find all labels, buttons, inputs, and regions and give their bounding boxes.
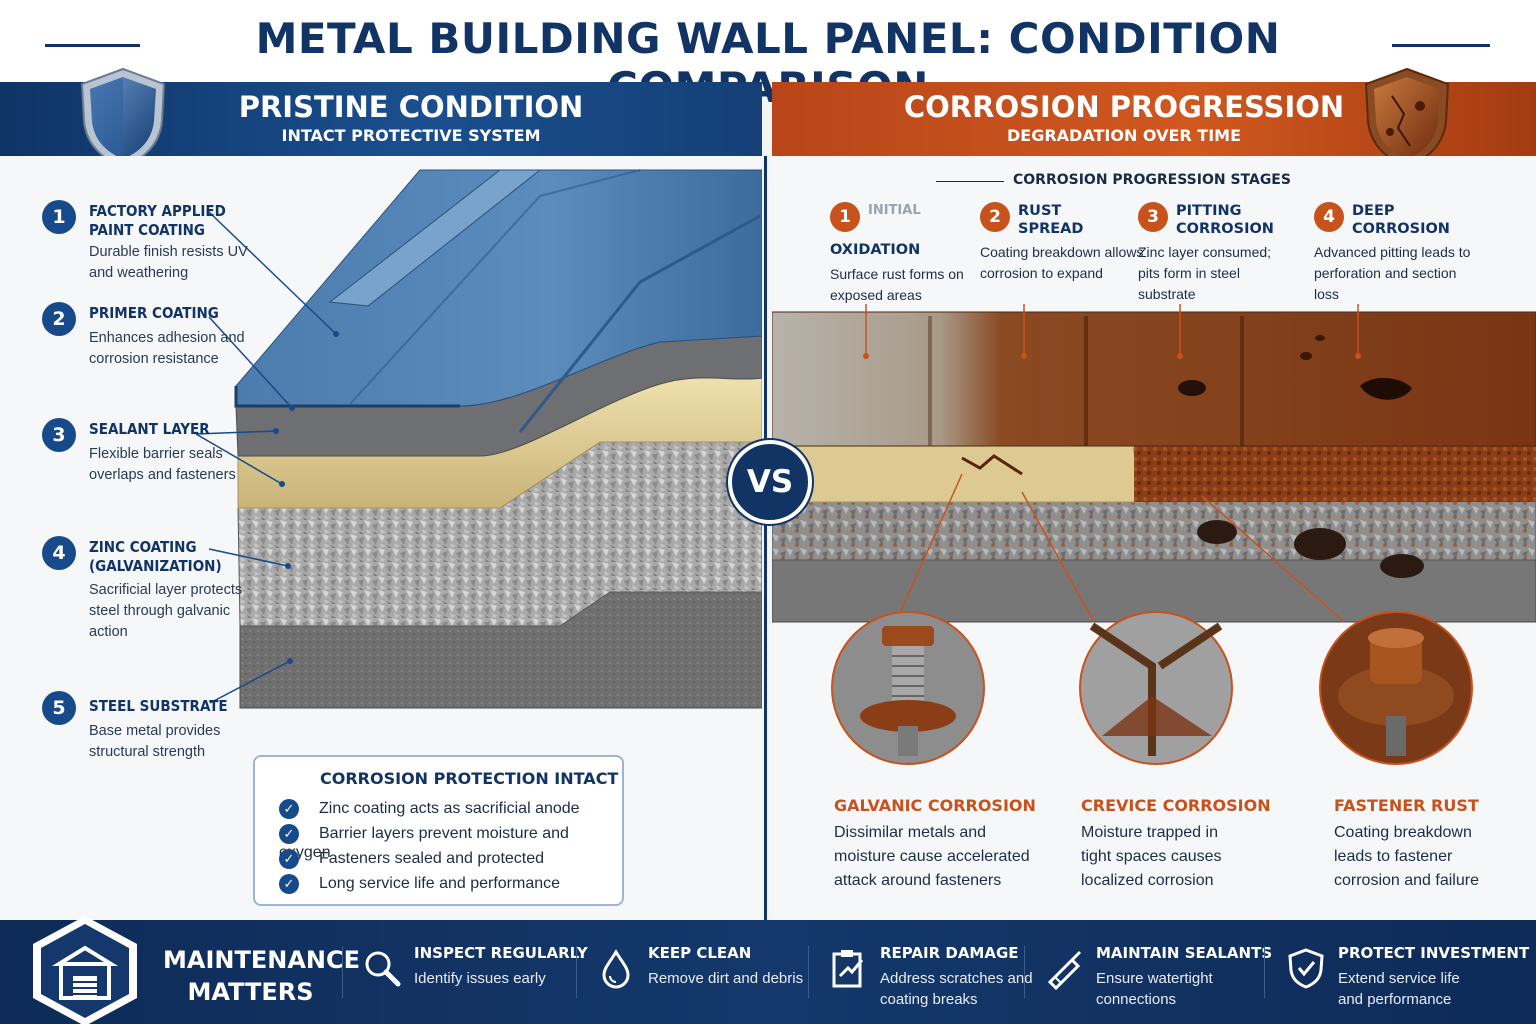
tip-title: PROTECT INVESTMENT — [1338, 944, 1530, 962]
check-icon: ✓ — [279, 874, 299, 894]
detail-title: FASTENER RUST — [1334, 796, 1479, 815]
corrosion-subtitle: DEGRADATION OVER TIME — [1007, 126, 1241, 145]
tip-title: INSPECT REGULARLY — [414, 944, 588, 962]
stage-title: INITIAL — [868, 203, 921, 218]
rusty-shield-icon — [1364, 67, 1450, 169]
stage-title: DEEP CORROSION — [1352, 203, 1450, 237]
footer-separator — [808, 946, 809, 998]
layer-description: Sacrificial layer protects steel through… — [89, 582, 243, 640]
protection-item-text: Long service life and performance — [319, 875, 561, 893]
layer-title: FACTORY APPLIED PAINT COATING — [89, 202, 226, 239]
fastener-rust-circle — [1319, 611, 1473, 765]
layer-title: PRIMER COATING — [89, 304, 219, 322]
stage-number: 4 — [1314, 202, 1344, 232]
pristine-title: PRISTINE CONDITION — [238, 90, 584, 124]
check-icon: ✓ — [279, 824, 299, 844]
stage-description: Surface rust forms on exposed areas — [830, 266, 964, 303]
title-row: METAL BUILDING WALL PANEL: CONDITION COM… — [0, 0, 1536, 112]
magnifier-icon — [365, 951, 401, 987]
check-icon: ✓ — [279, 849, 299, 869]
protection-item: ✓ Zinc coating acts as sacrificial anode — [279, 799, 580, 819]
tip-description: Remove dirt and debris — [648, 970, 804, 987]
stage-number: 3 — [1138, 202, 1168, 232]
repair-clipboard-icon — [832, 950, 864, 988]
maintenance-footer: MAINTENANCE MATTERS INSPECT REGULARLY Id… — [0, 916, 1536, 1024]
tip-description: Ensure watertight connections — [1096, 970, 1213, 1008]
shield-check-icon — [1288, 948, 1324, 989]
footer-separator — [576, 946, 577, 998]
water-drop-icon — [602, 949, 630, 989]
footer-heading: MAINTENANCE MATTERS — [163, 946, 360, 1006]
tip-description: Extend service life and performance — [1338, 970, 1460, 1008]
tip-title: MAINTAIN SEALANTS — [1096, 944, 1273, 962]
layer-description: Flexible barrier seals overlaps and fast… — [89, 446, 236, 483]
stage-description: Zinc layer consumed; pits form in steel … — [1138, 244, 1272, 302]
title-rule-right — [1392, 44, 1490, 47]
layer-description: Base metal provides structural strength — [89, 723, 221, 760]
tip-description: Identify issues early — [414, 970, 546, 987]
stages-heading: CORROSION PROGRESSION STAGES — [1013, 172, 1291, 188]
stage-number: 2 — [980, 202, 1010, 232]
center-divider — [764, 156, 767, 920]
protection-item-text: Zinc coating acts as sacrificial anode — [319, 800, 580, 818]
layer-number: 2 — [42, 302, 76, 336]
layer-description: Enhances adhesion and corrosion resistan… — [89, 330, 245, 367]
detail-fastener-rust: FASTENER RUST Coating breakdown leads to… — [1334, 796, 1536, 893]
detail-crevice-corrosion: CREVICE CORROSION Moisture trapped in ti… — [1081, 796, 1301, 893]
corrosion-title: CORROSION PROGRESSION — [903, 90, 1345, 124]
layer-number: 1 — [42, 200, 76, 234]
stage-description: Coating breakdown allows corrosion to ex… — [980, 244, 1144, 281]
caulk-gun-icon — [1047, 950, 1082, 990]
vs-badge: VS — [728, 440, 812, 524]
detail-description: Moisture trapped in tight spaces causes … — [1081, 824, 1222, 889]
pristine-subtitle: INTACT PROTECTIVE SYSTEM — [281, 126, 541, 145]
detail-title: GALVANIC CORROSION — [834, 796, 1036, 815]
protection-item-text: Fasteners sealed and protected — [319, 850, 545, 868]
blue-shield-icon — [80, 67, 166, 169]
protection-item: ✓Barrier layers prevent moisture and oxy… — [279, 824, 622, 862]
footer-separator — [1264, 946, 1265, 998]
stage-title-extra: OXIDATION — [830, 242, 921, 258]
detail-galvanic-corrosion: GALVANIC CORROSION Dissimilar metals and… — [834, 796, 1054, 893]
protection-summary-box: CORROSION PROTECTION INTACT ✓ Zinc coatin… — [253, 755, 624, 906]
footer-separator — [342, 946, 343, 998]
layer-number: 5 — [42, 691, 76, 725]
protection-box-title: CORROSION PROTECTION INTACT — [320, 769, 619, 788]
protection-item: ✓ Fasteners sealed and protected — [279, 849, 544, 869]
corrosion-layer-cross-section — [772, 304, 1536, 765]
detail-title: CREVICE CORROSION — [1081, 796, 1271, 815]
pristine-layer-cross-section — [195, 169, 762, 709]
stage-number: 1 — [830, 202, 860, 232]
protection-item: ✓ Long service life and performance — [279, 874, 560, 894]
detail-description: Coating breakdown leads to fastener corr… — [1334, 824, 1479, 889]
layer-number: 4 — [42, 536, 76, 570]
corrosion-panel: CORROSION PROGRESSION STAGES 1 INITIAL O… — [772, 156, 1536, 920]
stage-title: RUST SPREAD — [1018, 203, 1084, 237]
tip-title: REPAIR DAMAGE — [880, 944, 1019, 962]
tip-title: KEEP CLEAN — [648, 944, 752, 962]
title-rule-left — [45, 44, 140, 47]
crevice-seam-circle — [1079, 611, 1233, 765]
layer-title: ZINC COATING (GALVANIZATION) — [89, 538, 222, 575]
tip-description: Address scratches and coating breaks — [880, 970, 1033, 1008]
detail-description: Dissimilar metals and moisture cause acc… — [834, 824, 1030, 889]
pristine-panel: 1 FACTORY APPLIED PAINT COATING Durable … — [0, 156, 762, 920]
layer-title: SEALANT LAYER — [89, 420, 210, 438]
layer-description: Durable finish resists UV and weathering — [89, 244, 248, 281]
stage-description: Advanced pitting leads to perforation an… — [1314, 244, 1471, 302]
layer-title: STEEL SUBSTRATE — [89, 697, 228, 715]
layer-number: 3 — [42, 418, 76, 452]
check-icon: ✓ — [279, 799, 299, 819]
building-hexagon-icon — [33, 916, 137, 1024]
footer-separator — [1024, 946, 1025, 998]
stage-title: PITTING CORROSION — [1176, 203, 1274, 237]
stages-rule — [936, 181, 1004, 182]
galvanic-fastener-circle — [831, 611, 985, 765]
